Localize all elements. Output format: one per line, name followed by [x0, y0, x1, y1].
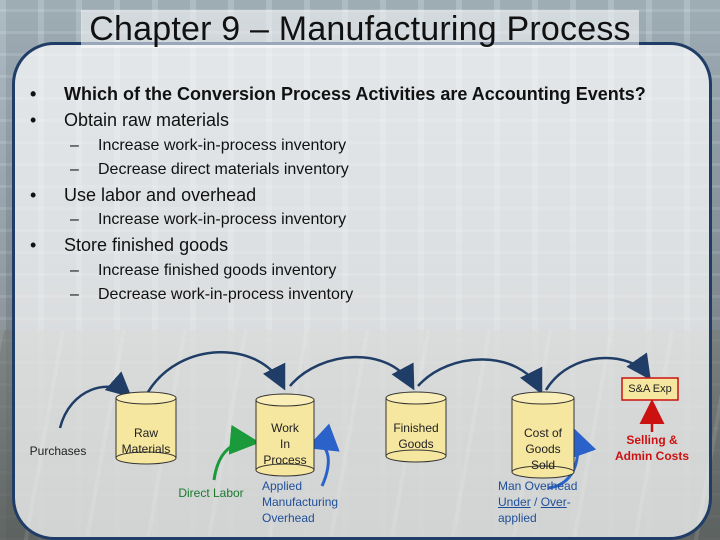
cylinder-finished-goods [385, 391, 447, 463]
sa-exp-box [621, 377, 679, 401]
sa-exp-label: S&A Exp [628, 383, 672, 395]
flow-arrow-wip-fg [289, 355, 415, 391]
sub-bullet: –Increase work-in-process inventory [70, 137, 347, 154]
cylinder-wip [255, 393, 315, 477]
selling-admin-label: Selling &Admin Costs [614, 433, 689, 463]
man-overhead-label: Man Overhead Under / Over- applied [498, 479, 578, 525]
green-arrow-labor [212, 424, 260, 481]
cylinder-raw-materials [115, 391, 177, 465]
bullet-labor: •Use labor and overhead [30, 185, 257, 205]
purchases-label: Purchases [29, 444, 87, 458]
bullet-store: •Store finished goods [30, 235, 229, 255]
cylinder-cogs [511, 391, 575, 479]
direct-labor-label: Direct Labor [178, 486, 244, 500]
sub-bullet: –Increase finished goods inventory [70, 262, 337, 279]
sub-bullet: –Decrease direct materials inventory [70, 161, 349, 178]
flow-arrow-raw-wip [146, 351, 286, 393]
slide-title: Chapter 9 – Manufacturing Process [0, 10, 720, 49]
flow-arrow-fg-cogs [417, 358, 543, 395]
blue-arrow-applied [306, 423, 340, 487]
sub-bullet: –Increase work-in-process inventory [70, 211, 347, 228]
flow-arrow-cogs-sa [544, 352, 651, 391]
bullet-question: •Which of the Conversion Process Activit… [30, 84, 646, 104]
bullet-obtain-raw: •Obtain raw materials [30, 110, 230, 130]
sub-bullet: –Decrease work-in-process inventory [70, 286, 354, 303]
flow-arrow-purchases-raw [58, 371, 132, 429]
